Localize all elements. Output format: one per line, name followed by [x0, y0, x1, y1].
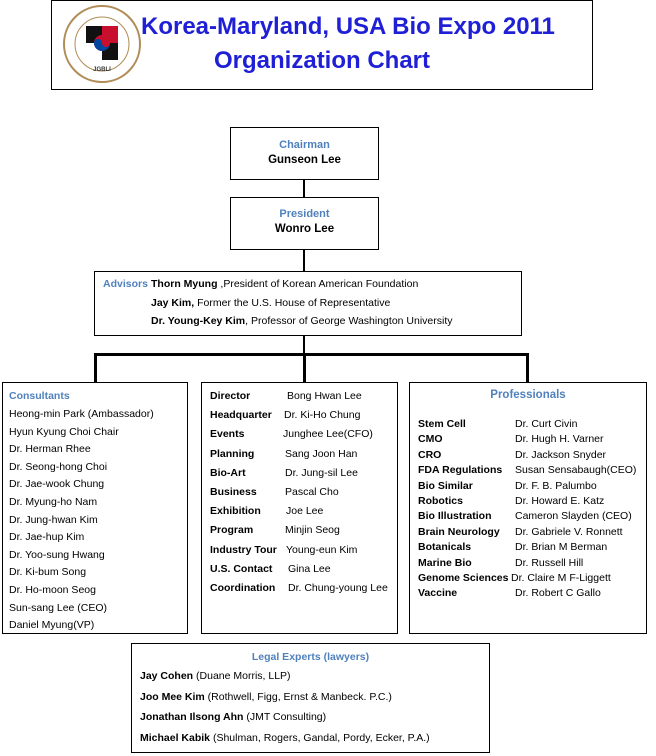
consultant-item: Dr. Yoo-sung Hwang: [9, 548, 105, 561]
professional-name: Dr. Russell Hill: [515, 556, 584, 569]
connector-advisors-bus: [303, 335, 305, 354]
professional-name: Dr. F. B. Palumbo: [515, 479, 597, 492]
staff-role: Coordination: [210, 582, 276, 594]
advisor-item: Jay Kim, Former the U.S. House of Repres…: [151, 297, 391, 309]
staff-name: Pascal Cho: [285, 486, 339, 498]
staff-role: U.S. Contact: [210, 562, 273, 575]
professional-field: Robotics: [418, 495, 463, 507]
connector-president-advisors: [303, 249, 305, 271]
consultants-box: Consultants Heong-min Park (Ambassador) H…: [2, 382, 188, 634]
legal-item: Michael Kabik (Shulman, Rogers, Gandal, …: [140, 731, 430, 744]
advisor-item: Thorn Myung ,President of Korean America…: [151, 278, 419, 290]
professional-field: CMO: [418, 433, 443, 446]
connector-to-professionals: [526, 353, 529, 382]
staff-name: Bong Hwan Lee: [287, 390, 362, 402]
logo-subtext: JGBLI: [93, 67, 111, 73]
chairman-box: Chairman Gunseon Lee: [230, 127, 379, 180]
professional-name: Dr. Claire M F-Liggett: [511, 572, 611, 584]
consultant-item: Dr. Ki-bum Song: [9, 566, 87, 579]
professional-name: Susan Sensabaugh(CEO): [515, 464, 637, 477]
header-banner: JGBLI Korea-Maryland, USA Bio Expo 2011 …: [51, 0, 593, 90]
professional-field: Bio Illustration: [418, 510, 492, 523]
legal-item: Jonathan Ilsong Ahn (JMT Consulting): [140, 711, 327, 723]
president-box: President Wonro Lee: [230, 197, 379, 250]
advisors-label: Advisors: [103, 278, 148, 290]
professional-name: Cameron Slayden (CEO): [515, 510, 632, 523]
staff-name: Gina Lee: [288, 562, 331, 575]
consultants-title: Consultants: [9, 390, 70, 402]
staff-name: Dr. Ki-Ho Chung: [284, 409, 361, 422]
connector-to-consultants: [94, 353, 97, 382]
professional-field: Botanicals: [418, 541, 472, 554]
staff-name: Young-eun Kim: [286, 543, 358, 556]
professional-name: Dr. Brian M Berman: [515, 541, 608, 554]
professional-field: CRO: [418, 448, 442, 461]
consultant-item: Hyun Kyung Choi Chair: [9, 425, 119, 438]
staff-name: Minjin Seog: [285, 524, 340, 537]
professional-name: Dr. Curt Civin: [515, 418, 578, 430]
connector-chair-president: [303, 180, 305, 198]
consultant-item: Heong-min Park (Ambassador): [9, 408, 154, 420]
staff-role: Events: [210, 428, 245, 441]
legal-box: Legal Experts (lawyers) Jay Cohen (Duane…: [131, 643, 490, 753]
page-title: Korea-Maryland, USA Bio Expo 2011: [141, 13, 555, 40]
consultant-item: Dr. Myung-ho Nam: [9, 496, 98, 508]
chairman-name: Gunseon Lee: [268, 154, 341, 166]
professional-field: Stem Cell: [418, 418, 466, 430]
staff-role: Headquarter: [210, 409, 272, 422]
professional-name: Dr. Howard E. Katz: [515, 495, 605, 507]
staff-name: Dr. Chung-young Lee: [288, 582, 388, 594]
legal-item: Jay Cohen (Duane Morris, LLP): [140, 670, 291, 682]
advisor-item: Dr. Young-Key Kim, Professor of George W…: [151, 315, 453, 327]
legal-item: Joo Mee Kim (Rothwell, Figg, Ernst & Man…: [140, 690, 392, 703]
president-name: Wonro Lee: [274, 223, 335, 235]
staff-role: Industry Tour: [210, 543, 277, 556]
staff-name: Junghee Lee(CFO): [283, 428, 373, 441]
connector-to-staff: [303, 353, 306, 382]
staff-name: Joe Lee: [286, 505, 324, 518]
professional-field: Vaccine: [418, 587, 458, 600]
professional-field: Brain Neurology: [418, 525, 500, 538]
consultant-item: Dr. Herman Rhee: [9, 443, 91, 456]
connector-bus: [94, 353, 529, 356]
professional-field: Marine Bio: [418, 556, 472, 569]
consultant-item: Daniel Myung(VP): [9, 619, 95, 632]
consultant-item: Dr. Jae-wook Chung: [9, 478, 105, 491]
staff-name: Dr. Jung-sil Lee: [285, 466, 358, 479]
consultant-item: Dr. Jung-hwan Kim: [9, 513, 98, 526]
professional-name: Dr. Robert C Gallo: [515, 587, 601, 600]
page-subtitle: Organization Chart: [214, 47, 431, 74]
professional-field: Genome Sciences: [418, 572, 509, 584]
consultant-item: Dr. Seong-hong Choi: [9, 460, 108, 473]
staff-role: Planning: [210, 447, 255, 460]
professional-name: Dr. Hugh H. Varner: [515, 433, 604, 446]
staff-name: Sang Joon Han: [285, 447, 358, 460]
president-role: President: [279, 208, 330, 220]
professional-field: FDA Regulations: [418, 464, 503, 477]
staff-role: Director: [210, 390, 251, 402]
staff-role: Business: [210, 486, 257, 498]
consultant-item: Dr. Jae-hup Kim: [9, 531, 85, 544]
expo-logo: JGBLI: [62, 4, 142, 84]
chairman-role: Chairman: [279, 139, 330, 151]
staff-role: Exhibition: [210, 505, 261, 518]
professional-field: Bio Similar: [418, 479, 473, 492]
advisors-box: Advisors Thorn Myung ,President of Korea…: [94, 271, 522, 336]
consultant-item: Dr. Ho-moon Seog: [9, 584, 96, 596]
professional-name: Dr. Jackson Snyder: [515, 448, 607, 461]
professionals-title: Professionals: [490, 389, 566, 401]
consultant-item: Sun-sang Lee (CEO): [9, 601, 108, 614]
legal-title: Legal Experts (lawyers): [251, 651, 370, 663]
staff-role: Program: [210, 524, 254, 537]
staff-role: Bio-Art: [210, 466, 246, 479]
professional-name: Dr. Gabriele V. Ronnett: [515, 525, 623, 538]
